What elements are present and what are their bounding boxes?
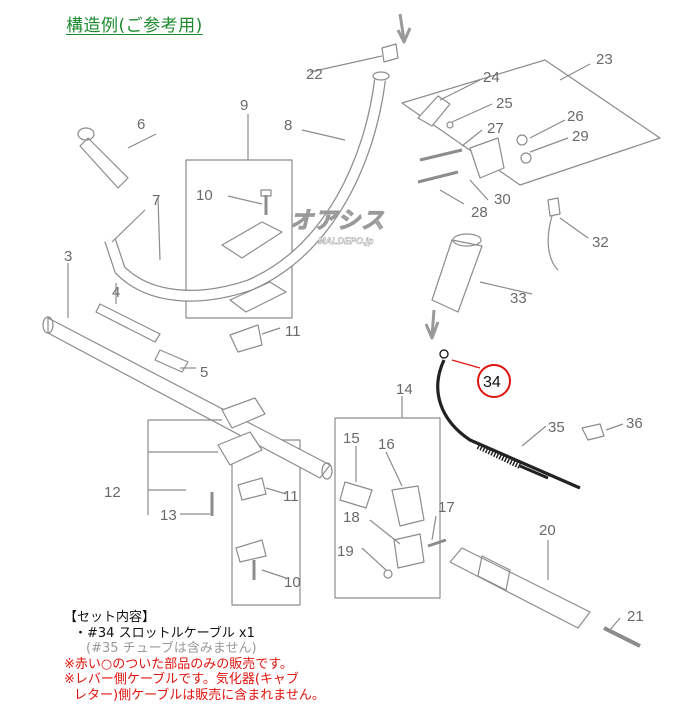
part-5-pad [154,349,189,373]
part-21 [603,626,641,648]
callout-26: 26 [567,108,584,125]
callout-17: 17 [438,499,455,516]
screw-28 [417,170,459,184]
callout-10: 10 [284,574,301,591]
callout-28: 28 [471,204,488,221]
callout-19: 19 [337,543,354,560]
screw-27 [419,148,463,162]
callout-11: 11 [283,488,299,505]
clamp-lower [229,281,287,313]
grip-6 [79,137,129,189]
notes-item: ・#34 スロットルケーブル x1 [74,625,255,641]
callout-32: 32 [592,234,609,251]
callout-33: 33 [510,290,527,307]
bolt-17 [427,538,447,548]
callout-14: 14 [396,381,413,398]
callout-35: 35 [548,419,565,436]
callout-18: 18 [343,509,360,526]
callout-27: 27 [487,120,504,137]
part-15 [339,481,373,509]
notes-red-3: レター)側ケーブルは販売に含まれません。 [74,687,325,703]
throttle-cable-34 [436,359,581,490]
callout-23: 23 [596,51,613,68]
part-4-sleeve [95,303,161,343]
callout-9: 9 [240,97,248,114]
callout-7: 7 [152,192,160,209]
group-box-23 [401,59,661,186]
callout-12: 12 [104,484,121,501]
part-20 [449,547,591,629]
watermark-sub: MALDEPO.jp [318,236,374,246]
clamp-upper [221,221,283,259]
callout-22: 22 [306,66,323,83]
nut-26 [516,134,528,146]
clamp-12-b [217,431,263,466]
main-tube [42,316,333,480]
clip-36 [581,423,605,441]
housing-30 [469,137,505,179]
clamp-11-top [229,324,263,353]
callout-11: 11 [285,323,301,340]
callout-34: 34 [483,374,501,391]
callout-6: 6 [137,116,145,133]
clamp-11-bottom [237,477,267,501]
page-title: 構造例(ご参考用) [66,16,203,36]
cable-tube-35 [476,443,522,469]
part-16 [391,485,425,527]
callout-10: 10 [196,187,213,204]
callout-5: 5 [200,364,208,381]
callout-15: 15 [343,430,360,447]
highlight-circle-34 [477,364,511,398]
nut-29 [520,152,532,164]
group-box-14 [334,417,441,599]
part-22-cap [381,43,399,63]
lever-24 [417,95,451,127]
callout-16: 16 [378,436,395,453]
callout-36: 36 [626,415,643,432]
callout-8: 8 [284,117,292,134]
notes-heading: 【セット内容】 [64,610,156,625]
clamp-lower-b [235,539,267,563]
callout-13: 13 [160,507,177,524]
grip-33 [431,239,483,313]
watermark-main: オアシス [290,207,385,233]
part-18 [393,533,425,569]
notes-red-2: ※レバー側ケーブルです。気化器(キャブ [64,672,299,687]
callout-4: 4 [112,284,120,301]
notes-item-sub: (#35 チューブは含みません) [86,641,257,656]
callout-24: 24 [483,69,500,86]
callout-21: 21 [627,608,644,625]
callout-3: 3 [64,248,72,265]
callout-29: 29 [572,128,589,145]
group-box-9 [185,159,293,319]
notes-red-1: ※赤い○のついた部品のみの販売です。 [64,656,293,672]
switch-32 [547,197,561,217]
notes-panel: 【セット内容】 ・#34 スロットルケーブル x1 (#35 チューブは含みませ… [64,610,325,703]
spring-25 [446,121,454,129]
clamp-12-a [221,397,266,429]
nut-19 [383,569,393,579]
callout-25: 25 [496,95,513,112]
callout-30: 30 [494,191,511,208]
callout-20: 20 [539,522,556,539]
